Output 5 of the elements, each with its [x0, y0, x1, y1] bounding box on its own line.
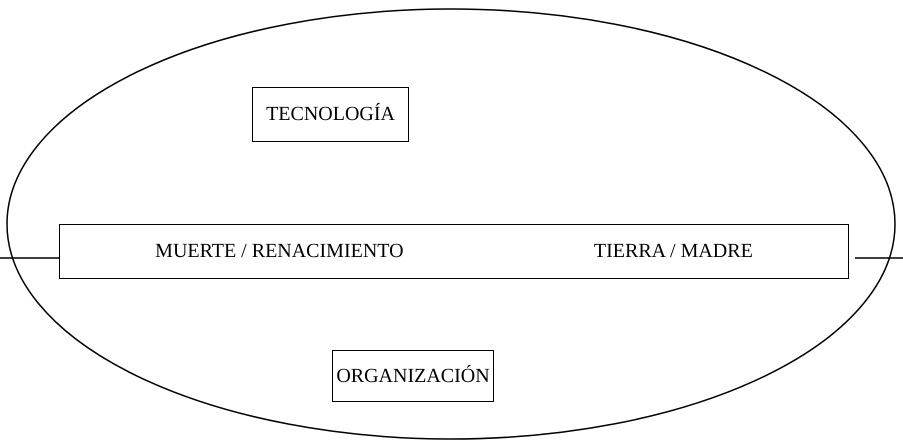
label-box: TECNOLOGÍA	[252, 87, 409, 142]
band-label: MUERTE / RENACIMIENTO	[155, 240, 404, 263]
band-label: TIERRA / MADRE	[594, 240, 753, 263]
band-box	[59, 224, 849, 279]
label-box: ORGANIZACIÓN	[332, 350, 494, 402]
